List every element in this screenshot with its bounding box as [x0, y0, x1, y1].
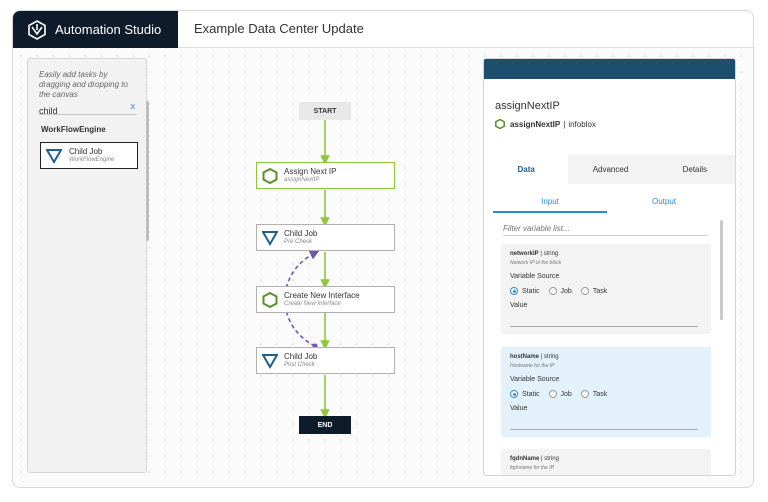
variable-type: string — [543, 354, 559, 360]
node-subtitle: Post Check — [284, 362, 315, 368]
variable-name: networkIP — [510, 251, 539, 257]
properties-scrollbar[interactable] — [720, 220, 723, 320]
radio-label: Job — [560, 390, 572, 398]
variable-description: Network IP of the block — [510, 260, 562, 266]
variable-card-networkip[interactable]: networkIP | string Network IP of the blo… — [501, 244, 711, 334]
variable-description: fqdnname for the IP — [510, 465, 554, 471]
variable-card-hostname[interactable]: hostName | string Hostname for the IP Va… — [501, 347, 711, 437]
variable-card-fqdnname[interactable]: fqdnName | string fqdnname for the IP — [501, 449, 711, 475]
value-label: Value — [510, 405, 528, 412]
radio-indicator[interactable] — [580, 390, 589, 398]
variable-source-label: Variable Source — [510, 376, 560, 383]
radio-indicator[interactable] — [510, 390, 518, 398]
radio-label: Static — [522, 287, 540, 295]
variable-name: hostName — [510, 354, 540, 360]
page-title: Example Data Center Update — [194, 21, 364, 36]
value-label: Value — [510, 302, 528, 309]
palette-task-title: Child Job — [69, 147, 103, 156]
variable-name: fqdnName — [510, 456, 540, 462]
radio-task[interactable]: Task — [580, 390, 608, 398]
node-title: Child Job — [284, 352, 318, 361]
workflow-end-node[interactable]: END — [299, 416, 351, 434]
workflow-node-assign-next-ip[interactable]: Assign Next IP assignNextIP — [256, 162, 395, 189]
variable-type: string — [543, 251, 559, 257]
filter-variable-input[interactable] — [503, 222, 708, 236]
hexagon-icon — [495, 119, 505, 129]
brand[interactable]: Automation Studio — [13, 11, 178, 48]
properties-tabs: Data Advanced Details — [484, 155, 735, 184]
variable-source-radios: Static Job Task — [510, 390, 702, 398]
variable-value-input[interactable] — [510, 416, 698, 430]
palette-scrollbar[interactable] — [146, 101, 149, 241]
triangle-icon — [262, 230, 278, 246]
triangle-icon — [262, 353, 278, 369]
workflow-node-post-check[interactable]: Child Job Post Check — [256, 347, 395, 374]
variable-header: hostName | string — [510, 354, 702, 360]
radio-job[interactable]: Job — [548, 390, 572, 398]
task-group-label: WorkFlowEngine — [41, 125, 106, 134]
task-search-input[interactable] — [39, 106, 123, 116]
properties-subtitle: assignNextIP | infoblox — [495, 119, 596, 129]
variable-source-label: Variable Source — [510, 273, 560, 280]
radio-label: Task — [592, 390, 608, 398]
task-search: x — [39, 101, 137, 116]
palette-task-subtitle: WorkFlowEngine — [69, 157, 115, 163]
io-tabs: Input Output — [493, 197, 721, 213]
tab-details[interactable]: Details — [682, 165, 708, 174]
workflow-node-create-new-interface[interactable]: Create New Interface Create New Interfac… — [256, 286, 395, 313]
properties-title: assignNextIP — [495, 100, 560, 112]
top-bar: Automation Studio Example Data Center Up… — [13, 11, 753, 48]
palette-help-text: Easily add tasks by dragging and droppin… — [39, 70, 128, 99]
palette-task-child-job[interactable]: Child Job WorkFlowEngine — [40, 142, 138, 169]
node-subtitle: Create New Interface — [284, 301, 341, 307]
task-palette: Easily add tasks by dragging and droppin… — [27, 58, 149, 473]
variable-source-radios: Static Job Task — [510, 287, 702, 295]
tab-advanced[interactable]: Advanced — [592, 165, 629, 174]
workflow-start-node[interactable]: START — [299, 102, 351, 120]
radio-job[interactable]: Job — [548, 287, 572, 295]
tab-output[interactable]: Output — [651, 197, 676, 206]
hexagon-icon — [262, 291, 278, 308]
node-subtitle: assignNextIP — [284, 177, 320, 183]
variable-separator: | — [540, 251, 542, 257]
variable-type: string — [544, 456, 559, 462]
tab-data[interactable]: Data — [484, 155, 569, 184]
node-title: Create New Interface — [284, 291, 360, 300]
properties-app-name: infoblox — [568, 119, 596, 129]
properties-separator: | — [563, 119, 566, 129]
workflow-canvas[interactable]: Easily add tasks by dragging and droppin… — [13, 48, 753, 487]
radio-label: Task — [592, 287, 608, 295]
node-title: Assign Next IP — [284, 167, 337, 176]
variable-description: Hostname for the IP — [510, 363, 555, 369]
automation-studio-logo-icon — [28, 19, 46, 40]
variable-separator: | — [541, 456, 543, 462]
node-title: Child Job — [284, 229, 318, 238]
clear-search-button[interactable]: x — [130, 101, 136, 111]
radio-indicator[interactable] — [580, 287, 589, 295]
radio-indicator[interactable] — [548, 287, 557, 295]
radio-label: Static — [522, 390, 540, 398]
brand-name: Automation Studio — [55, 22, 162, 37]
workflow-node-pre-check[interactable]: Child Job Pre Check — [256, 224, 395, 251]
variable-value-input[interactable] — [510, 313, 698, 327]
radio-static[interactable]: Static — [510, 390, 540, 398]
radio-task[interactable]: Task — [580, 287, 608, 295]
hexagon-icon — [262, 167, 278, 184]
variable-header: networkIP | string — [510, 251, 702, 257]
properties-header-bar — [484, 59, 735, 79]
variable-separator: | — [540, 354, 543, 360]
properties-task-name: assignNextIP — [510, 119, 561, 129]
task-properties-panel: assignNextIP assignNextIP | infoblox Dat… — [483, 58, 736, 476]
tab-input[interactable]: Input — [493, 197, 607, 213]
radio-label: Job — [560, 287, 572, 295]
triangle-icon — [46, 148, 62, 163]
app-window: Automation Studio Example Data Center Up… — [12, 10, 754, 488]
radio-static[interactable]: Static — [510, 287, 540, 295]
node-subtitle: Pre Check — [284, 239, 313, 245]
radio-indicator[interactable] — [548, 390, 557, 398]
variable-header: fqdnName | string — [510, 456, 702, 462]
radio-indicator[interactable] — [510, 287, 518, 295]
